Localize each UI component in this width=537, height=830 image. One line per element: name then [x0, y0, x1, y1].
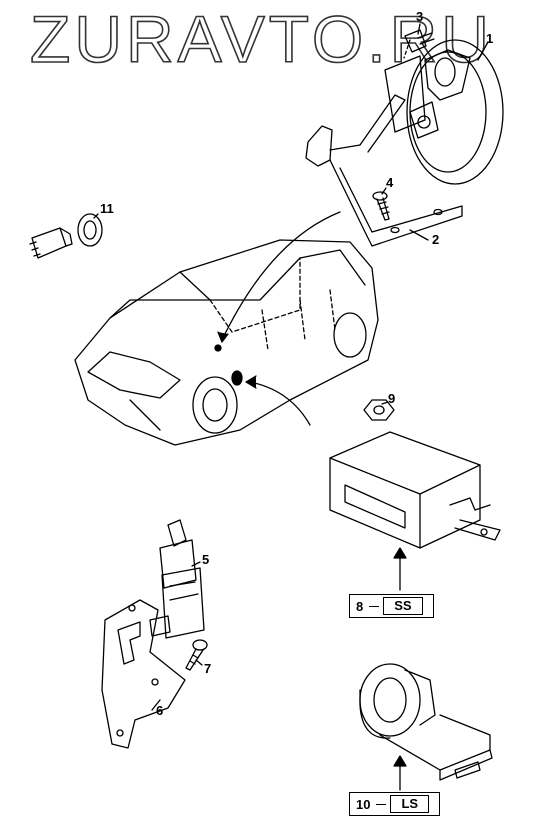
watermark: ZURAVTO.RU: [29, 1, 493, 77]
module-ss-dash: [369, 605, 380, 607]
car-drawing: [74, 239, 379, 446]
callout-3: 3: [416, 9, 424, 24]
bolt-drawing: [403, 29, 435, 59]
switch-drawing: [149, 519, 205, 639]
leader-line-5: [191, 561, 201, 567]
callout-1: 1: [486, 31, 494, 46]
module-ls-label: 10 LS: [349, 792, 441, 816]
module-ls-arrow-head: [393, 755, 407, 767]
module-ls-number: 10: [356, 796, 371, 812]
leader-line-11: [93, 213, 99, 219]
bracket-drawing: [305, 94, 463, 247]
leader-line-4: [381, 187, 387, 195]
horn-drawing: [384, 39, 504, 185]
module-ss-code: SS: [383, 597, 423, 615]
security-module-drawing: [329, 431, 501, 549]
callout-4: 4: [386, 175, 394, 190]
watermark-text: ZURAVTO.RU: [30, 2, 493, 76]
module-ls-code: LS: [390, 795, 430, 813]
callout-11: 11: [100, 201, 114, 216]
callout-7: 7: [204, 661, 212, 676]
module-ss-number: 8: [356, 598, 364, 614]
callout-6: 6: [156, 703, 164, 718]
module-ss-label: 8 SS: [349, 594, 434, 618]
leader-line-7: [195, 659, 203, 666]
lock-module-drawing: [359, 663, 493, 781]
callout-2: 2: [432, 232, 440, 247]
pointer-arrow-horn: [221, 211, 341, 341]
leader-line-3: [417, 23, 421, 35]
callout-5: 5: [202, 552, 210, 567]
callout-9: 9: [388, 391, 396, 406]
screw-drawing: [372, 191, 390, 221]
leader-line-1: [477, 41, 489, 61]
nut-drawing: [363, 399, 395, 421]
switch-bracket-drawing: [101, 599, 186, 749]
module-ls-dash: [376, 803, 387, 805]
pointer-arrow-module: [249, 381, 311, 426]
leader-line-2: [409, 229, 429, 241]
plug-grommet-drawing: [29, 213, 103, 259]
leader-line-9: [381, 401, 389, 405]
leader-line-6: [151, 699, 161, 711]
pointer-arrow-module-head: [245, 375, 257, 389]
pointer-arrow-horn-head: [217, 331, 229, 343]
module-ss-arrow-head: [393, 547, 407, 559]
